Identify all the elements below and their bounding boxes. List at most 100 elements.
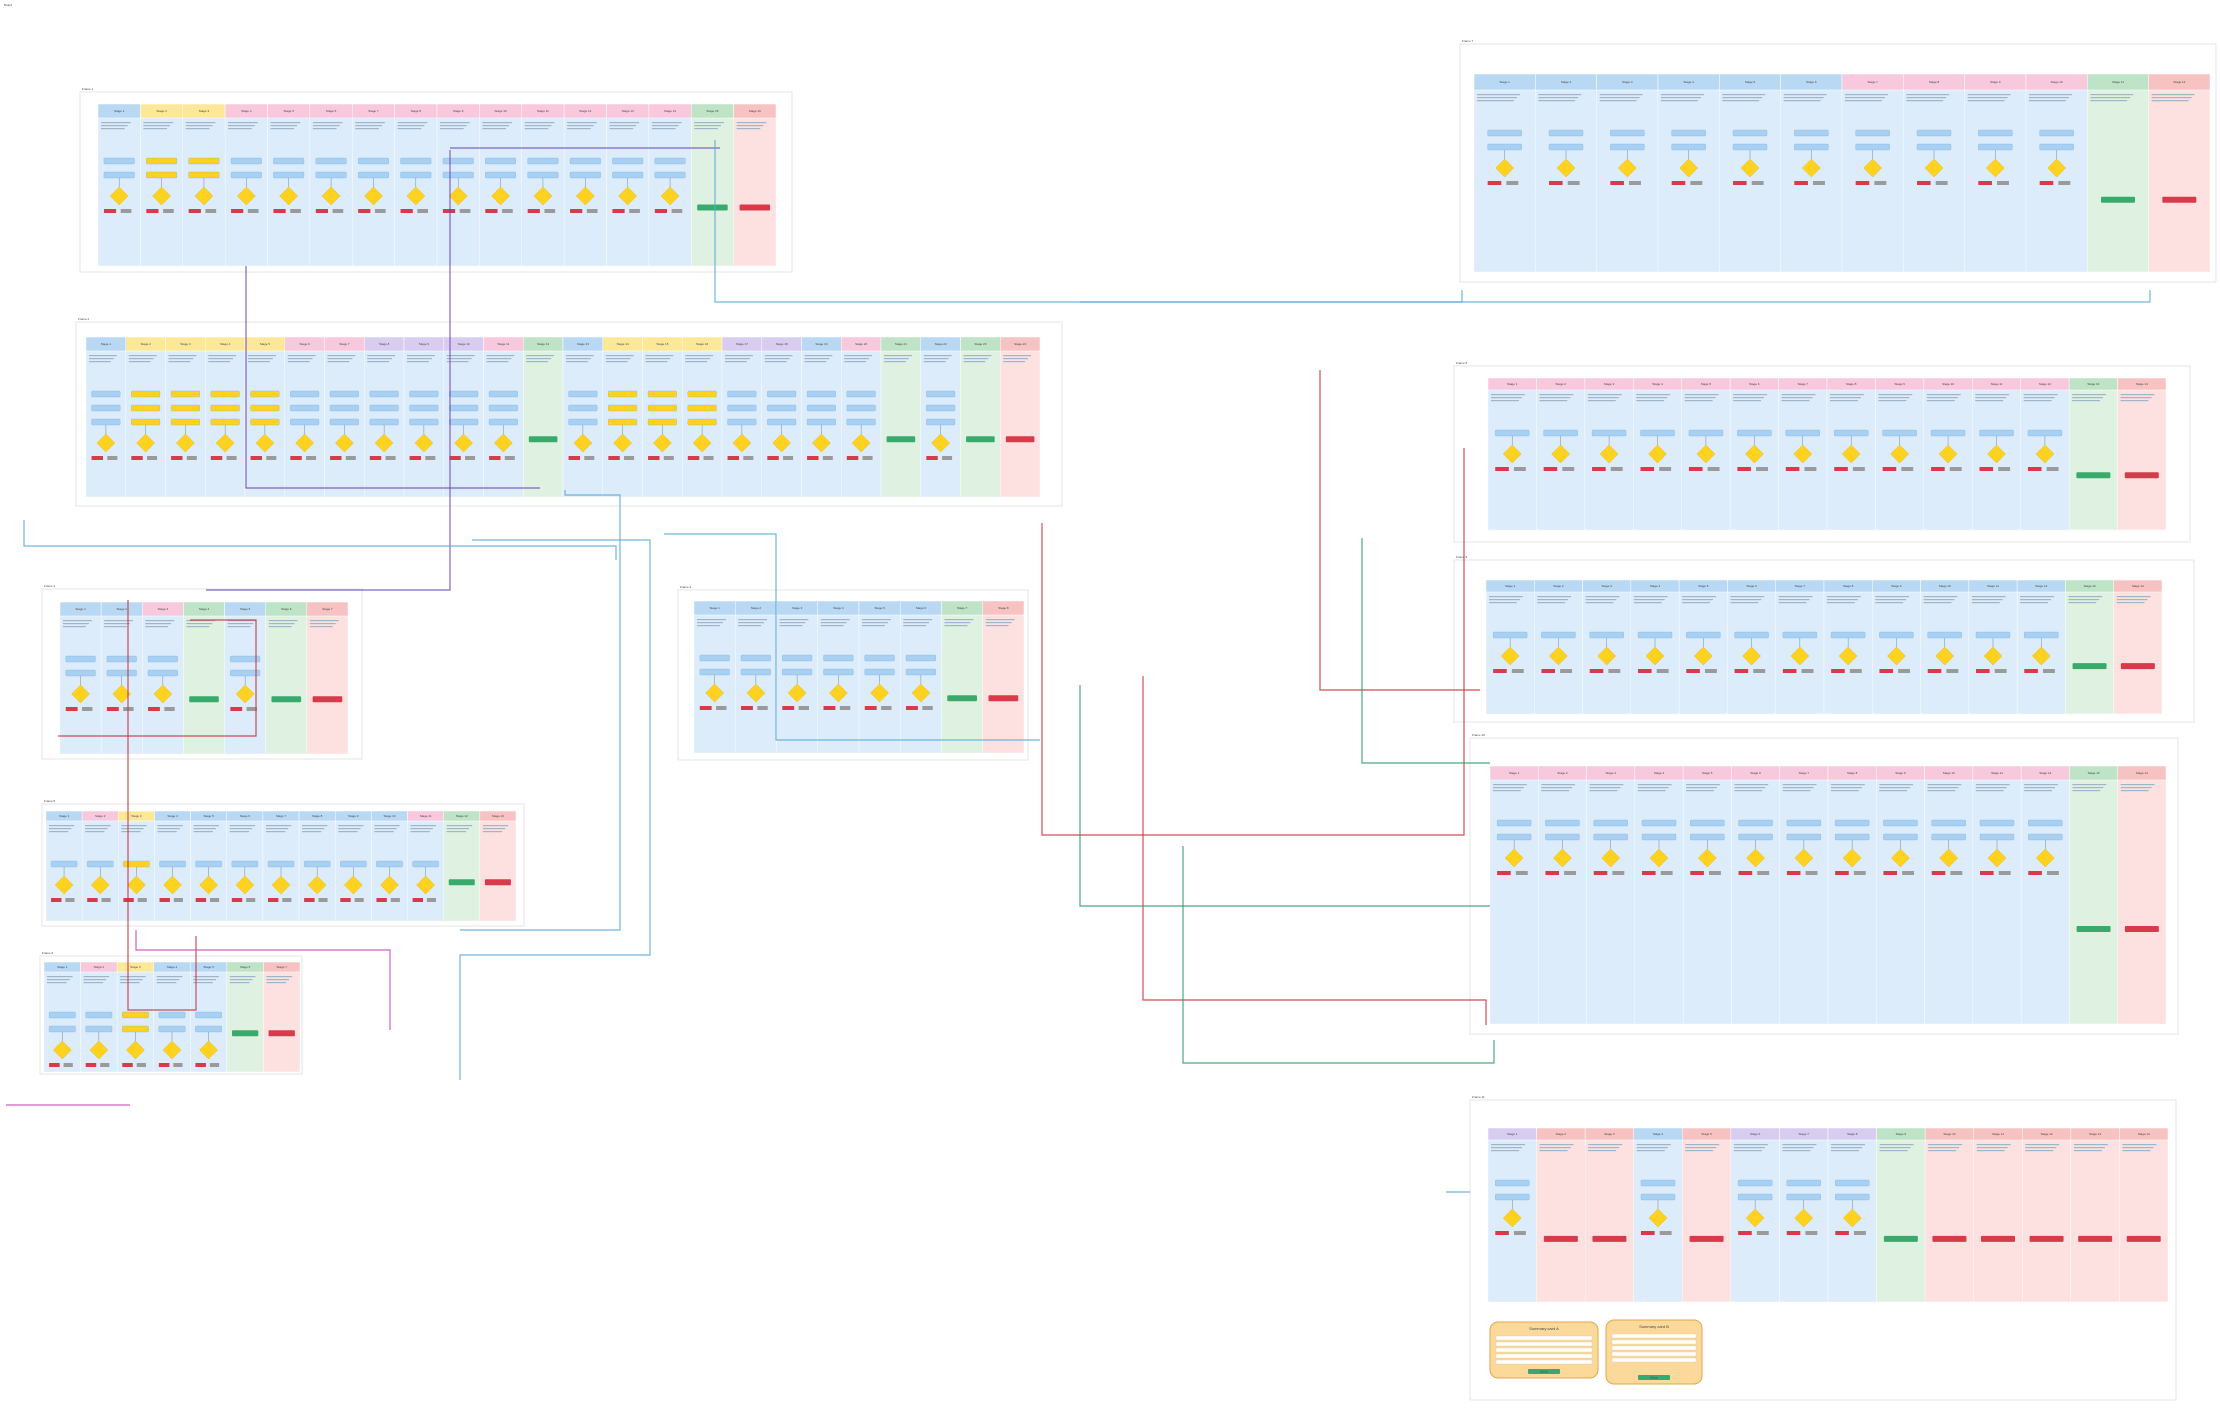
- lane-header[interactable]: [982, 600, 1025, 616]
- terminal-box[interactable]: [2076, 925, 2111, 932]
- decision-diamond[interactable]: [494, 433, 513, 453]
- neutral-marker[interactable]: [417, 209, 429, 213]
- reject-marker[interactable]: [2028, 871, 2042, 875]
- process-box[interactable]: [488, 404, 518, 412]
- terminal-box[interactable]: [2072, 663, 2107, 670]
- process-box[interactable]: [195, 1025, 222, 1033]
- decision-diamond[interactable]: [2047, 158, 2066, 178]
- process-box[interactable]: [1738, 833, 1773, 841]
- process-box[interactable]: [1794, 143, 1829, 151]
- decision-diamond[interactable]: [1648, 1208, 1668, 1228]
- reject-marker[interactable]: [612, 209, 625, 213]
- decision-diamond[interactable]: [255, 433, 275, 453]
- process-box[interactable]: [2027, 429, 2063, 437]
- lane-header[interactable]: [1000, 336, 1041, 352]
- process-box[interactable]: [65, 655, 96, 663]
- decision-diamond[interactable]: [1500, 646, 1520, 666]
- lane-header[interactable]: [479, 810, 517, 822]
- neutral-marker[interactable]: [163, 209, 174, 213]
- reject-marker[interactable]: [340, 898, 351, 902]
- process-box[interactable]: [1738, 819, 1773, 827]
- neutral-marker[interactable]: [173, 898, 183, 902]
- decision-diamond[interactable]: [1987, 444, 2006, 464]
- neutral-marker[interactable]: [584, 456, 595, 460]
- process-box[interactable]: [727, 404, 757, 412]
- reject-marker[interactable]: [146, 209, 159, 213]
- process-box[interactable]: [1979, 819, 2015, 827]
- neutral-marker[interactable]: [1753, 669, 1766, 673]
- decision-diamond[interactable]: [653, 433, 672, 453]
- process-box[interactable]: [767, 404, 797, 412]
- process-box[interactable]: [250, 418, 280, 426]
- reject-marker[interactable]: [1882, 467, 1897, 471]
- neutral-marker[interactable]: [1950, 871, 1963, 875]
- process-box[interactable]: [400, 157, 432, 165]
- decision-diamond[interactable]: [732, 433, 752, 453]
- decision-diamond[interactable]: [279, 186, 298, 206]
- process-box[interactable]: [1979, 833, 2015, 841]
- process-box[interactable]: [1732, 143, 1768, 151]
- process-box[interactable]: [864, 668, 895, 676]
- process-box[interactable]: [767, 418, 797, 426]
- process-box[interactable]: [1883, 833, 1918, 841]
- neutral-marker[interactable]: [459, 209, 471, 213]
- terminal-box[interactable]: [189, 696, 219, 703]
- process-box[interactable]: [103, 171, 135, 179]
- neutral-marker[interactable]: [209, 898, 220, 902]
- terminal-box[interactable]: [886, 436, 916, 443]
- process-box[interactable]: [1641, 833, 1677, 841]
- decision-diamond[interactable]: [153, 684, 173, 704]
- process-box[interactable]: [1545, 819, 1580, 827]
- neutral-marker[interactable]: [1853, 871, 1866, 875]
- decision-diamond[interactable]: [152, 186, 171, 206]
- decision-diamond[interactable]: [573, 433, 593, 453]
- neutral-marker[interactable]: [107, 456, 118, 460]
- process-box[interactable]: [85, 1011, 113, 1019]
- process-box[interactable]: [1640, 429, 1675, 437]
- process-box[interactable]: [823, 654, 854, 662]
- neutral-marker[interactable]: [671, 209, 683, 213]
- reject-marker[interactable]: [1593, 871, 1608, 875]
- neutral-marker[interactable]: [1998, 467, 2011, 471]
- process-box[interactable]: [147, 669, 178, 677]
- reject-marker[interactable]: [1541, 669, 1556, 673]
- neutral-marker[interactable]: [374, 209, 386, 213]
- neutral-marker[interactable]: [1515, 871, 1528, 875]
- decision-diamond[interactable]: [1863, 158, 1882, 178]
- process-box[interactable]: [290, 390, 320, 398]
- process-box[interactable]: [230, 171, 262, 179]
- process-box[interactable]: [369, 390, 399, 398]
- decision-diamond[interactable]: [1938, 444, 1958, 464]
- connector-line[interactable]: [664, 533, 1040, 741]
- process-box[interactable]: [1785, 429, 1820, 437]
- decision-diamond[interactable]: [2035, 444, 2055, 464]
- reject-marker[interactable]: [304, 898, 315, 902]
- neutral-marker[interactable]: [1757, 871, 1770, 875]
- reject-marker[interactable]: [1640, 467, 1655, 471]
- decision-diamond[interactable]: [53, 1040, 72, 1060]
- process-box[interactable]: [1593, 819, 1628, 827]
- reject-marker[interactable]: [1978, 181, 1992, 185]
- decision-diamond[interactable]: [344, 875, 363, 895]
- reject-marker[interactable]: [864, 706, 877, 710]
- neutral-marker[interactable]: [1902, 871, 1915, 875]
- terminal-box[interactable]: [1592, 1235, 1627, 1242]
- reject-marker[interactable]: [1855, 181, 1870, 185]
- reject-marker[interactable]: [1738, 871, 1753, 875]
- decision-diamond[interactable]: [829, 683, 848, 703]
- process-box[interactable]: [369, 418, 399, 426]
- neutral-marker[interactable]: [82, 707, 93, 711]
- reject-marker[interactable]: [2027, 467, 2042, 471]
- decision-diamond[interactable]: [1679, 158, 1698, 178]
- process-box[interactable]: [315, 157, 347, 165]
- decision-diamond[interactable]: [1802, 158, 1821, 178]
- decision-diamond[interactable]: [448, 186, 468, 206]
- process-box[interactable]: [1487, 143, 1522, 151]
- process-box[interactable]: [159, 860, 186, 868]
- neutral-marker[interactable]: [1513, 467, 1526, 471]
- neutral-marker[interactable]: [1935, 181, 1948, 185]
- terminal-box[interactable]: [1883, 1235, 1918, 1242]
